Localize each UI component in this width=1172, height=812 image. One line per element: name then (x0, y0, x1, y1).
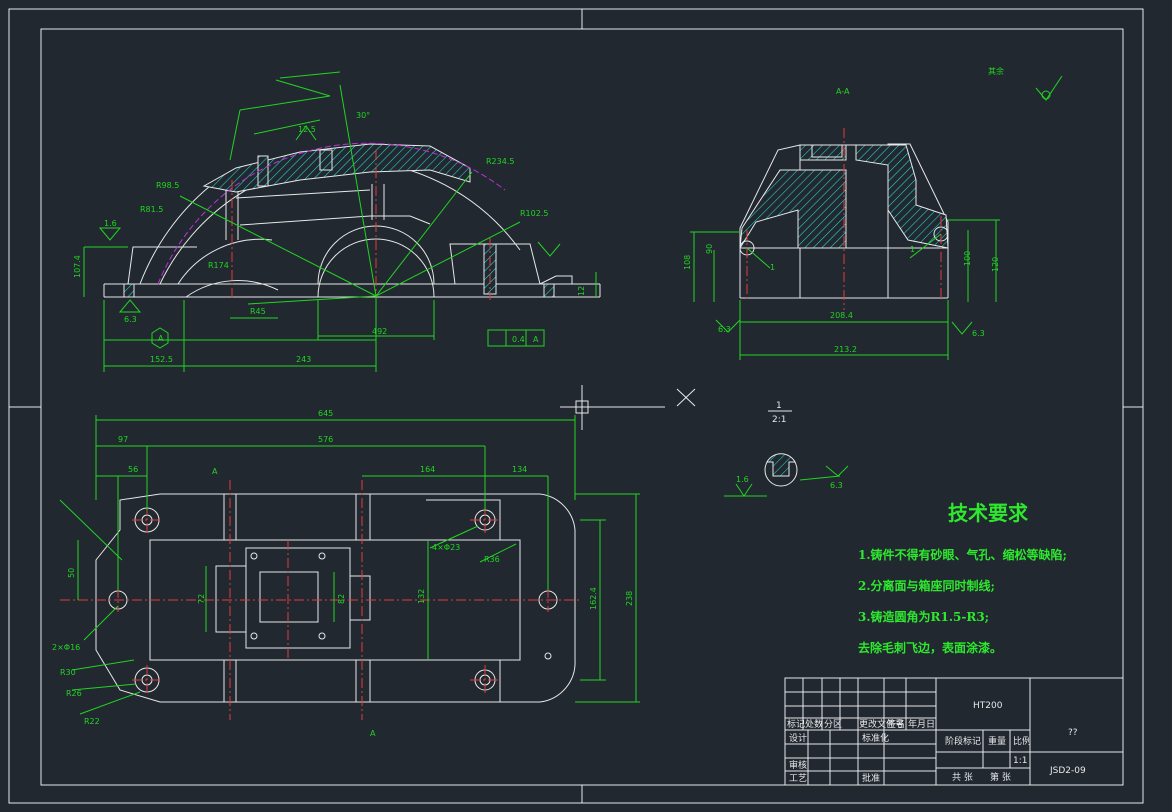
svg-text:1.6: 1.6 (104, 219, 117, 228)
svg-text:R36: R36 (484, 555, 500, 564)
svg-text:共 张: 共 张 (952, 772, 973, 783)
svg-text:12: 12 (577, 286, 586, 296)
svg-text:238: 238 (625, 591, 634, 606)
svg-text:A: A (158, 334, 164, 343)
tech-title: 技术要求 (948, 501, 1029, 525)
side-view-section: A-A (683, 66, 1063, 360)
svg-text:162.4: 162.4 (589, 587, 598, 610)
svg-text:2:1: 2:1 (772, 415, 786, 425)
section-label: A-A (836, 87, 850, 96)
svg-text:R45: R45 (250, 307, 266, 316)
svg-text:处数: 处数 (805, 718, 823, 730)
tech-item-3: 3.铸造圆角为R1.5-R3; (858, 609, 989, 624)
svg-text:4×Φ23: 4×Φ23 (432, 543, 460, 552)
svg-text:6.3: 6.3 (718, 325, 731, 334)
svg-text:R98.5: R98.5 (156, 181, 179, 190)
tech-item-2: 2.分离面与箱座同时制线; (858, 578, 995, 593)
svg-text:签名: 签名 (887, 718, 905, 730)
svg-text:120: 120 (991, 257, 1000, 272)
svg-text:100: 100 (963, 251, 972, 266)
svg-text:A: A (370, 729, 376, 738)
svg-text:R81.5: R81.5 (140, 205, 163, 214)
svg-text:132: 132 (417, 589, 426, 604)
svg-text:设计: 设计 (789, 732, 807, 744)
svg-text:R102.5: R102.5 (520, 209, 548, 218)
svg-text:R22: R22 (84, 717, 100, 726)
svg-text:6.3: 6.3 (972, 329, 985, 338)
svg-text:243: 243 (296, 355, 311, 364)
svg-text:分区: 分区 (824, 719, 842, 730)
svg-text:批准: 批准 (862, 772, 880, 784)
outer-border (8, 8, 1144, 804)
svg-text:标记: 标记 (787, 718, 805, 730)
svg-text:82: 82 (337, 594, 346, 604)
detail-view: 1 2:1 1.6 6.3 (724, 401, 849, 497)
svg-text:213.2: 213.2 (834, 345, 857, 354)
material: HT200 (973, 701, 1003, 711)
svg-text:R26: R26 (66, 689, 82, 698)
title-block: HT200 ?? JSD2-09 1:1 标记 处数 分区 更改文件号 签名 年… (784, 677, 1124, 786)
plan-view: 645 576 97 56 164 134 4×Φ23 R36 2×Φ16 R3… (52, 409, 640, 738)
svg-text:工艺: 工艺 (789, 773, 807, 784)
svg-text:1: 1 (910, 245, 915, 254)
svg-text:107.4: 107.4 (73, 255, 82, 278)
svg-text:第 张: 第 张 (990, 771, 1011, 783)
svg-text:12.5: 12.5 (298, 125, 316, 134)
svg-text:审核: 审核 (789, 759, 807, 771)
part-name: ?? (1068, 728, 1078, 738)
svg-text:标准化: 标准化 (862, 732, 889, 744)
svg-text:阶段标记: 阶段标记 (945, 735, 981, 747)
svg-text:1.6: 1.6 (736, 475, 749, 484)
svg-text:更改文件号: 更改文件号 (859, 718, 904, 730)
front-view: R234.5 R98.5 R81.5 R102.5 R174 R45 152.5… (73, 71, 601, 372)
centering-marks (9, 9, 1143, 803)
svg-text:重量: 重量 (988, 735, 1006, 747)
tech-item-4: 去除毛刺飞边，表面涂漆。 (858, 640, 1002, 655)
svg-text:1: 1 (770, 263, 775, 272)
svg-text:108: 108 (683, 255, 692, 270)
svg-text:576: 576 (318, 435, 333, 444)
svg-text:R234.5: R234.5 (486, 157, 514, 166)
svg-text:56: 56 (128, 465, 138, 474)
svg-text:72: 72 (197, 594, 206, 604)
drawing-number: JSD2-09 (1049, 766, 1086, 776)
svg-text:30°: 30° (356, 111, 370, 120)
svg-text:50: 50 (67, 568, 76, 578)
svg-text:R174: R174 (208, 261, 229, 270)
svg-text:97: 97 (118, 435, 128, 444)
svg-text:90: 90 (705, 244, 714, 254)
svg-text:134: 134 (512, 465, 527, 474)
svg-text:A: A (212, 467, 218, 476)
svg-text:2×Φ16: 2×Φ16 (52, 643, 80, 652)
svg-text:492: 492 (372, 327, 387, 336)
svg-text:0.4: 0.4 (512, 335, 525, 344)
svg-text:6.3: 6.3 (124, 315, 137, 324)
tech-requirements: 技术要求 1.铸件不得有砂眼、气孔、缩松等缺陷; 2.分离面与箱座同时制线; 3… (858, 501, 1067, 655)
svg-text:比例: 比例 (1013, 735, 1031, 747)
roughness-rest: 其余 (988, 66, 1004, 76)
svg-text:645: 645 (318, 409, 333, 418)
svg-text:6.3: 6.3 (830, 481, 843, 490)
svg-text:年月日: 年月日 (908, 718, 935, 730)
scale-value: 1:1 (1013, 756, 1027, 766)
svg-text:1: 1 (776, 401, 782, 411)
svg-text:A: A (533, 335, 539, 344)
svg-text:208.4: 208.4 (830, 311, 853, 320)
svg-text:152.5: 152.5 (150, 355, 173, 364)
svg-text:R30: R30 (60, 668, 76, 677)
svg-text:164: 164 (420, 465, 435, 474)
tech-item-1: 1.铸件不得有砂眼、气孔、缩松等缺陷; (858, 547, 1067, 562)
